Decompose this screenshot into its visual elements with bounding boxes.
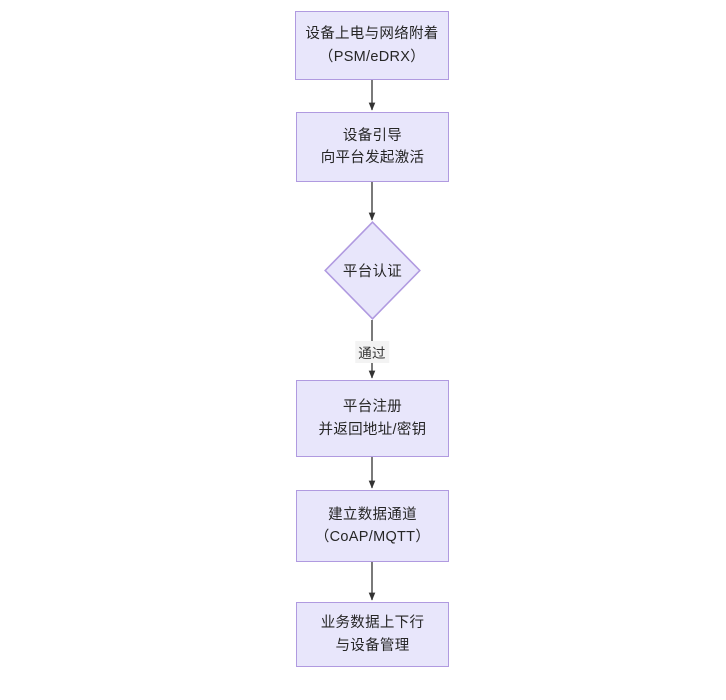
node-establish-data-channel[interactable]: 建立数据通道 （CoAP/MQTT） <box>296 490 449 562</box>
node-line: 平台认证 <box>342 264 403 280</box>
node-line: （PSM/eDRX） <box>318 48 426 65</box>
node-platform-auth-decision[interactable]: 平台认证 <box>324 221 421 320</box>
node-line: 平台注册 <box>342 399 403 416</box>
node-line: 与设备管理 <box>335 637 410 654</box>
node-line: （CoAP/MQTT） <box>314 529 431 545</box>
node-platform-register[interactable]: 平台注册 并返回地址/密钥 <box>296 380 449 457</box>
node-line: 设备上电与网络附着 <box>305 26 439 43</box>
edge-label-pass: 通过 <box>355 341 389 363</box>
node-line: 设备引导 <box>342 127 403 144</box>
node-line: 并返回地址/密钥 <box>318 421 427 438</box>
diamond-label: 平台认证 <box>324 221 421 320</box>
node-line: 建立数据通道 <box>328 506 417 523</box>
node-business-data-device-mgmt[interactable]: 业务数据上下行 与设备管理 <box>296 602 449 667</box>
diamond-shape <box>324 221 421 320</box>
node-line: 业务数据上下行 <box>320 615 425 632</box>
node-line: 向平台发起激活 <box>320 150 425 166</box>
node-device-power-on[interactable]: 设备上电与网络附着 （PSM/eDRX） <box>295 11 449 80</box>
node-device-bootstrap[interactable]: 设备引导 向平台发起激活 <box>296 112 449 182</box>
